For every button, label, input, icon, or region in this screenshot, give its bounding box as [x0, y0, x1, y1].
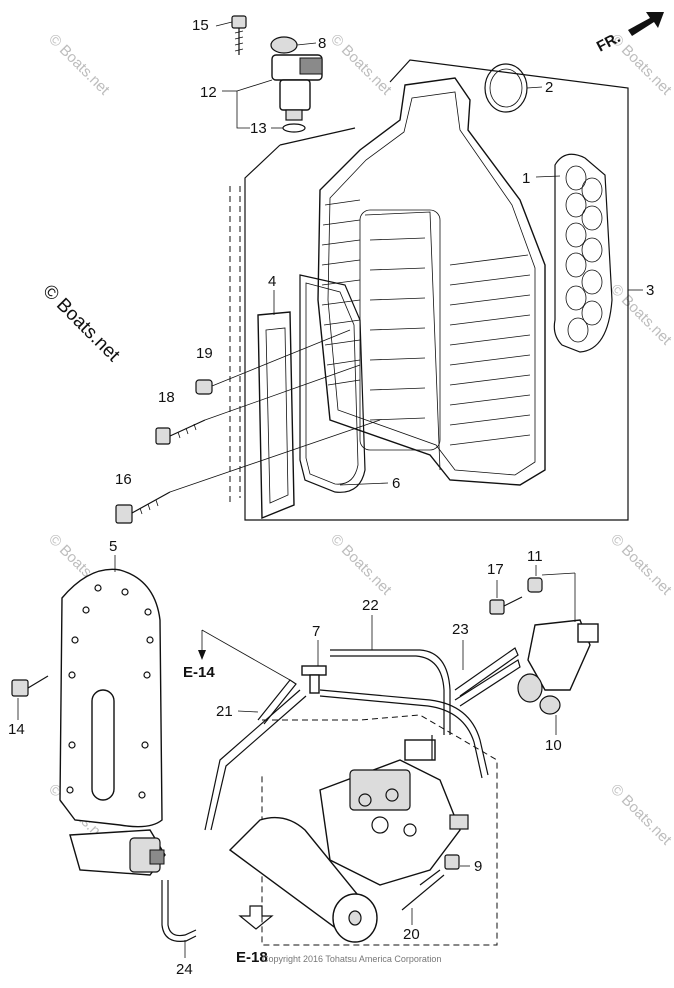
watermark: © Boats.net: [327, 531, 395, 599]
intake-manifold: [317, 77, 546, 486]
part-number-1: 1: [522, 170, 530, 187]
part-number-6: 6: [392, 475, 400, 492]
part-number-20: 20: [403, 926, 420, 943]
cover-gasket: [299, 274, 366, 493]
bolt-18: [155, 419, 206, 445]
fitting-9: [401, 854, 460, 911]
part-number-22: 22: [362, 597, 379, 614]
watermark: © Boats.net: [607, 281, 674, 349]
solenoid-valve: [517, 619, 599, 715]
part-number-2: 2: [545, 79, 553, 96]
ref-arrow-e14: [198, 629, 291, 681]
arrow-icon: [628, 12, 664, 36]
nut-19: [195, 379, 213, 395]
reference-e18: E-18: [236, 949, 268, 966]
part-number-13: 13: [250, 120, 267, 137]
part-numbers: 1 2 3 4 5 6 7 8 9 10 11 12 13 14 15 16 1…: [8, 17, 654, 978]
part-number-10: 10: [545, 737, 562, 754]
watermark: © Boats.net: [607, 531, 674, 599]
part-number-4: 4: [268, 273, 276, 290]
part-number-17: 17: [487, 561, 504, 578]
manifold-runners: [359, 209, 441, 471]
hose-23: [454, 647, 521, 707]
bolt-14: [11, 675, 49, 697]
cover-plate: [257, 311, 295, 520]
upper-assembly-frame: [244, 59, 629, 521]
part-number-3: 3: [646, 282, 654, 299]
part-number-18: 18: [158, 389, 175, 406]
ref-arrow-e18: [238, 905, 274, 930]
part-number-23: 23: [452, 621, 469, 638]
gasket-plate-5: [59, 568, 163, 828]
manifold-gasket: [553, 153, 613, 353]
part-number-7: 7: [312, 623, 320, 640]
part-number-19: 19: [196, 345, 213, 362]
nut-11: [527, 577, 543, 593]
part-number-8: 8: [318, 35, 326, 52]
part-number-24: 24: [176, 961, 193, 978]
part-number-5: 5: [109, 538, 117, 555]
bolt-17: [489, 596, 523, 615]
part-number-21: 21: [216, 703, 233, 720]
regulator-valve: [69, 829, 166, 876]
t-joint-7: [301, 665, 327, 694]
part-number-16: 16: [115, 471, 132, 488]
bolt-16: [115, 491, 171, 524]
hose-22: [330, 649, 451, 735]
watermark: © Boats.net: [327, 31, 395, 99]
watermark: © Boats.net: [45, 31, 113, 99]
hose-long: [204, 689, 489, 831]
hose-24: [161, 880, 197, 943]
bolt-15: [231, 15, 247, 55]
part-number-15: 15: [192, 17, 209, 34]
part-number-14: 14: [8, 721, 25, 738]
upper-leaders: [169, 21, 643, 505]
part-number-11: 11: [527, 548, 543, 565]
part-number-12: 12: [200, 84, 217, 101]
copyright-notice: Copyright 2016 Tohatsu America Corporati…: [262, 954, 441, 964]
part-number-9: 9: [474, 858, 482, 875]
hose-21: [257, 679, 297, 725]
sensor-assembly: [270, 36, 323, 133]
boats-net-watermark: © Boats.net: [38, 281, 124, 367]
fuel-pump-assembly: [319, 735, 469, 886]
watermark: © Boats.net: [607, 781, 674, 849]
ring-seal: [484, 63, 528, 113]
manifold-ribs: [321, 199, 531, 446]
lower-leaders: [17, 555, 576, 958]
reference-e14: E-14: [183, 664, 215, 681]
vapor-canister: [228, 816, 378, 943]
